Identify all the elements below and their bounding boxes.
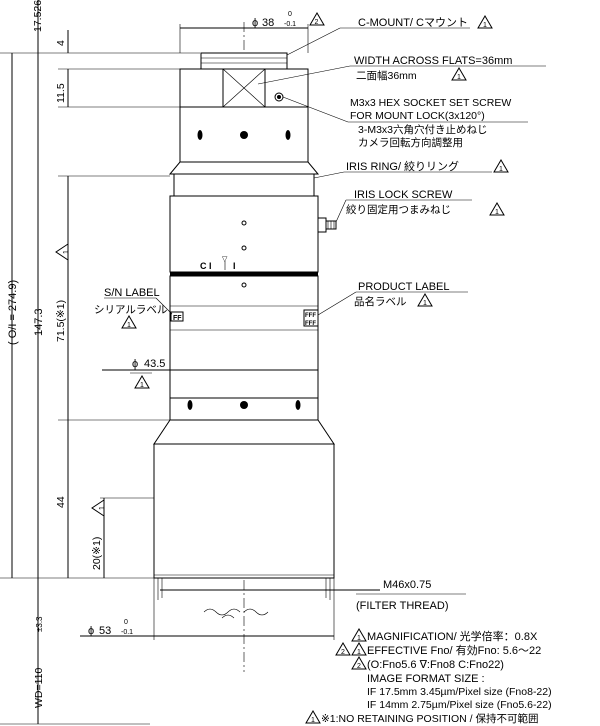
sn-label-ff: FF	[173, 315, 182, 322]
dim-dia53-phi: ϕ	[88, 625, 94, 637]
callout-screw-en2: FOR MOUNT LOCK(3x120°)	[350, 110, 485, 122]
callout-cmount-triangle	[477, 15, 493, 29]
callout-product-jp: 品名ラベル	[354, 295, 407, 308]
note-fno-triangle-2-num: 2	[341, 649, 345, 656]
callout-flats-jp: 二面幅36mm	[356, 69, 417, 82]
taper-ring	[168, 161, 320, 175]
callout-iris-lock-en: IRIS LOCK SCREW	[354, 189, 453, 201]
note-no-retaining: ※1:NO RETAINING POSITION / 保持不可範囲	[321, 712, 538, 725]
callout-product-triangle-num: 1	[423, 300, 427, 307]
callout-sn-triangle	[121, 315, 137, 329]
callout-iris-ring-triangle	[493, 159, 509, 173]
c-mount-thread	[200, 52, 288, 70]
dim-dia53: 53	[99, 625, 111, 637]
upper-barrel	[169, 195, 319, 273]
dim-dia38-phi: ϕ	[252, 17, 258, 29]
note-fno-detail-triangle-num: 2	[357, 663, 361, 670]
dim-44: 44	[55, 496, 67, 508]
note-nr-triangle-num: 1	[311, 717, 315, 724]
dim-17-526: 17.526	[32, 0, 44, 32]
note-fno-detail-triangle	[351, 656, 367, 670]
iris-ring	[173, 173, 315, 197]
front-barrel	[153, 443, 335, 579]
callout-iris-lock-triangle-num: 1	[495, 209, 499, 216]
dim-dia53-tol-top: 0	[124, 619, 128, 626]
note-mag-triangle	[351, 628, 367, 642]
callout-sn-en: S/N LABEL	[104, 287, 160, 299]
callout-product-en: PRODUCT LABEL	[358, 281, 450, 293]
callout-iris-lock-triangle	[489, 202, 505, 216]
note-fno-triangle-2	[335, 642, 351, 656]
dim-71-5-triangle	[55, 243, 69, 261]
callout-flats-en: WIDTH ACROSS FLATS=36mm	[354, 55, 512, 67]
break-mark	[203, 608, 241, 616]
note-if-17-5: IF 17.5mm 3.45µm/Pixel size (Fno8-22)	[367, 686, 552, 698]
dim-71-5: 71.5(※1)	[55, 300, 67, 342]
note-mag-triangle-num: 1	[357, 635, 361, 642]
product-label-mark	[303, 309, 319, 327]
note-fno-triangle-1	[351, 642, 367, 656]
sn-label-mark	[170, 311, 184, 322]
dim-dia38-triangle-num: 2	[315, 19, 319, 26]
callout-screw-jp1: 3-M3x3六角穴付き止めねじ	[358, 123, 488, 136]
callout-flats-triangle	[451, 67, 467, 81]
dim-71-5-triangle-num: 1	[63, 250, 70, 254]
dim-4: 4	[55, 40, 67, 46]
dim-20-triangle	[91, 499, 105, 517]
dim-dia38-tol-bot: -0.1	[284, 21, 296, 28]
note-effective-fno: EFFECTIVE Fno/ 有効Fno: 5.6～22	[367, 643, 541, 657]
dim-11-5: 11.5	[55, 83, 67, 103]
flare-section	[153, 419, 335, 445]
note-nr-triangle	[305, 710, 321, 724]
dim-dia43-phi: ϕ	[132, 358, 138, 370]
iris-mark-ci: C I	[200, 261, 212, 271]
note-magnification: MAGNIFICATION/ 光学倍率：0.8X	[367, 629, 538, 643]
dim-dia38-triangle	[309, 12, 325, 26]
callout-iris-lock-jp: 絞り固定用つまみねじ	[346, 203, 451, 216]
callout-cmount: C-MOUNT/ Cマウント	[358, 16, 468, 29]
note-image-format: IMAGE FORMAT SIZE :	[367, 673, 485, 685]
iris-lock-screw	[317, 217, 327, 233]
dim-dia43-triangle	[134, 375, 150, 389]
iris-mark-i: I	[233, 261, 236, 271]
dim-dia43-5: 43.5	[144, 358, 165, 370]
callout-flats-triangle-num: 1	[457, 74, 461, 81]
lower-barrel	[169, 275, 319, 399]
dim-dia43-triangle-num: 1	[140, 382, 144, 389]
dim-oi: ( O/I = 274.9)	[7, 280, 19, 345]
callout-sn-jp: シリアルラベル	[94, 304, 167, 316]
dim-20-triangle-num: 1	[99, 506, 106, 510]
dim-wd-tol: ±3.3	[35, 616, 44, 632]
note-if-14: IF 14mm 2.75µm/Pixel size (Fno5.6-22)	[367, 699, 552, 711]
callout-screw-jp2: カメラ回転方向調整用	[358, 136, 463, 149]
callout-iris-ring: IRIS RING/ 絞りリング	[346, 159, 459, 173]
product-label-fff-1: FFF	[305, 313, 316, 319]
product-label-fff-2: FFF	[305, 321, 316, 327]
dim-dia38-tol-top: 0	[288, 11, 292, 18]
note-fno-detail: (O:Fno5.6 ∇:Fno8 C:Fno22)	[367, 659, 504, 671]
dim-m46: M46x0.75	[383, 579, 431, 591]
dim-20: 20(※1)	[91, 537, 103, 570]
note-fno-triangle-1-num: 1	[357, 649, 361, 656]
iris-mark-v: ▽	[222, 256, 228, 263]
dim-147-3: 147.3	[33, 308, 45, 336]
dim-dia38: 38	[262, 17, 274, 29]
callout-iris-ring-triangle-num: 1	[499, 166, 503, 173]
dim-wd: WD=110	[33, 667, 45, 708]
callout-cmount-triangle-num: 1	[483, 22, 487, 29]
dim-dia53-tol-bot: -0.1	[121, 629, 133, 636]
dim-filter-thread: (FILTER THREAD)	[356, 600, 449, 612]
callout-product-triangle	[417, 293, 433, 307]
callout-screw-en1: M3x3 HEX SOCKET SET SCREW	[350, 97, 511, 109]
callout-sn-triangle-num: 1	[127, 322, 131, 329]
